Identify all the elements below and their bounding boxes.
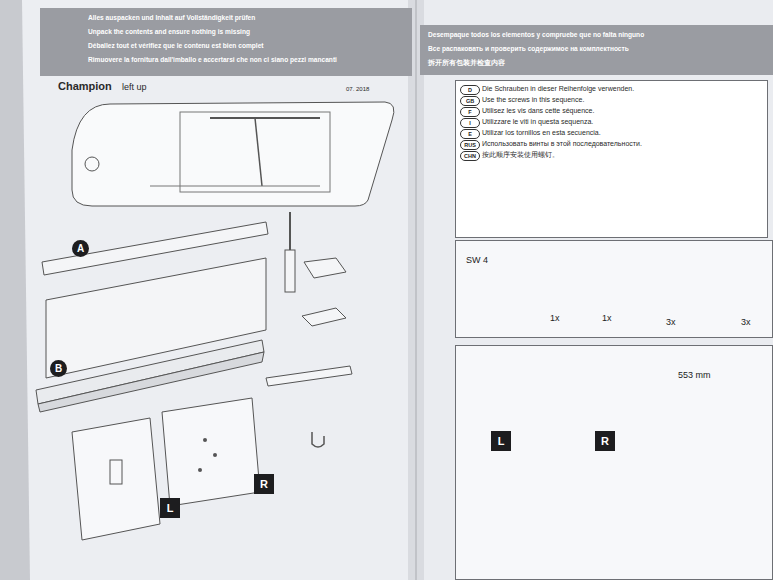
node-text: Alles auspacken und Inhalt auf Vollständ… bbox=[88, 14, 255, 22]
callout-letter: B bbox=[50, 360, 67, 377]
node-text: Déballez tout et vérifiez que le contenu… bbox=[88, 42, 264, 50]
node-text: Все распаковать и проверить содержимое н… bbox=[428, 45, 629, 53]
node-text: R bbox=[260, 478, 268, 491]
node-text: F bbox=[468, 109, 471, 115]
node-text: GB bbox=[466, 98, 474, 104]
language-badge: RUS bbox=[460, 140, 480, 150]
node-text: D bbox=[468, 87, 472, 93]
right-page bbox=[416, 0, 773, 580]
side-marker: R bbox=[254, 474, 274, 494]
gas-spring bbox=[285, 250, 295, 292]
node-text: L bbox=[498, 435, 505, 448]
assembly-box: 553 mm L R bbox=[455, 345, 773, 580]
node-text: RUS bbox=[464, 142, 476, 148]
header-band: Alles auspacken und Inhalt auf Vollständ… bbox=[40, 8, 412, 76]
language-badge: GB bbox=[460, 96, 480, 106]
node-text: Utilisez les vis dans cette séquence. bbox=[482, 107, 594, 115]
node-text: Unpack the contents and ensure nothing i… bbox=[88, 28, 250, 36]
header-band: Desempaque todos los elementos y comprue… bbox=[420, 25, 773, 75]
node-text: E bbox=[468, 131, 472, 137]
node-text: 拆开所有包装并检查内容 bbox=[428, 59, 505, 67]
language-badge: E bbox=[460, 129, 480, 139]
node-text: 3x bbox=[666, 317, 676, 327]
language-badge: CHN bbox=[460, 151, 480, 161]
node-text: B bbox=[55, 363, 62, 375]
node-text: R bbox=[601, 435, 609, 448]
node-text: 553 mm bbox=[678, 370, 711, 380]
node-text: CHN bbox=[464, 153, 476, 159]
cable-channel-b bbox=[36, 340, 264, 404]
node-text: Desempaque todos los elementos y comprue… bbox=[428, 31, 644, 39]
node-text: SW 4 bbox=[466, 255, 488, 265]
language-badge: D bbox=[460, 85, 480, 95]
node-text: 1x bbox=[550, 313, 560, 323]
date-code: 07. 2018 bbox=[346, 86, 369, 92]
side-plate-r bbox=[162, 398, 260, 506]
node-text: A bbox=[77, 243, 84, 255]
callout-letter: A bbox=[72, 240, 89, 257]
node-text: L bbox=[167, 502, 174, 515]
model-variant: left up bbox=[122, 82, 147, 92]
node-text: I bbox=[469, 120, 471, 126]
language-badge: I bbox=[460, 118, 480, 128]
spine-shadow bbox=[408, 0, 424, 580]
node-text: 1x bbox=[602, 313, 612, 323]
instruction-box: Die Schrauben in dieser Reihenfolge verw… bbox=[455, 80, 768, 238]
side-marker: L bbox=[491, 431, 511, 451]
node-text: 3x bbox=[741, 317, 751, 327]
hardware-box: SW 4 1x 1x 3x 3x bbox=[455, 240, 773, 338]
side-marker: L bbox=[160, 498, 180, 518]
side-plate-l bbox=[72, 418, 160, 540]
language-badge: F bbox=[460, 107, 480, 117]
node-text: Use the screws in this sequence. bbox=[482, 96, 584, 104]
node-text: Utilizar los tornillos en esta secuencia… bbox=[482, 129, 601, 137]
node-text: 按此顺序安装使用螺钉。 bbox=[482, 151, 559, 159]
left-page bbox=[22, 0, 416, 580]
side-marker: R bbox=[595, 431, 615, 451]
model-name: Champion bbox=[58, 80, 112, 92]
node-text: Использовать винты в этой последовательн… bbox=[482, 140, 642, 148]
node-text: Utilizzare le viti in questa sequenza. bbox=[482, 118, 593, 126]
node-text: Rimuovere la fornitura dall'imballo e ac… bbox=[88, 56, 337, 64]
hook bbox=[312, 432, 324, 447]
desktop-top bbox=[72, 102, 394, 206]
node-text: Die Schrauben in dieser Reihenfolge verw… bbox=[482, 85, 634, 93]
